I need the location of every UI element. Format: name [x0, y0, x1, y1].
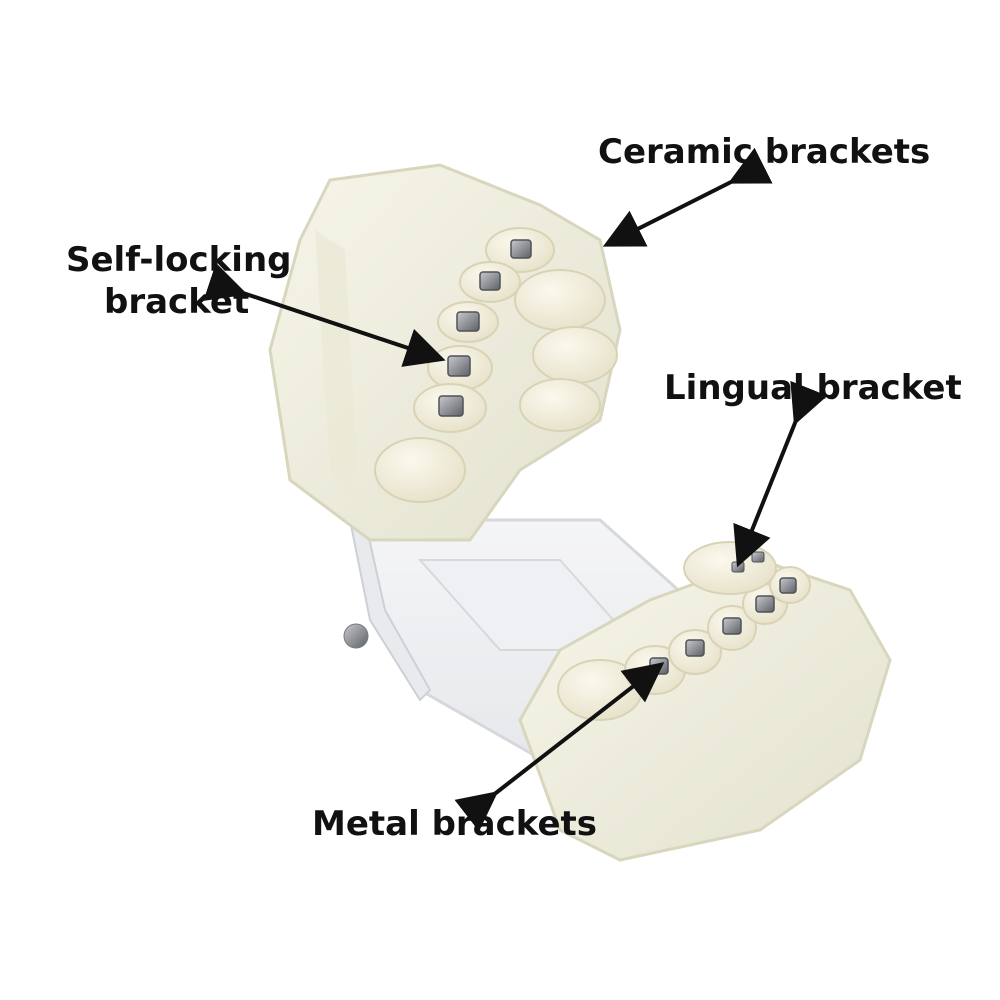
arrow-metal	[454, 662, 665, 832]
arrow-ceramic	[602, 147, 773, 247]
arrow-self-locking	[203, 262, 446, 367]
annotation-arrows	[203, 147, 828, 832]
label-self-locking-line1: Self-locking	[66, 240, 292, 280]
arrow-lingual	[733, 380, 828, 568]
label-ceramic-brackets: Ceramic brackets	[598, 132, 931, 172]
label-self-locking-line2: bracket	[104, 282, 250, 322]
upper-jaw-model	[268, 163, 622, 542]
label-lingual-bracket: Lingual bracket	[664, 368, 962, 408]
label-metal-brackets: Metal brackets	[312, 804, 598, 844]
